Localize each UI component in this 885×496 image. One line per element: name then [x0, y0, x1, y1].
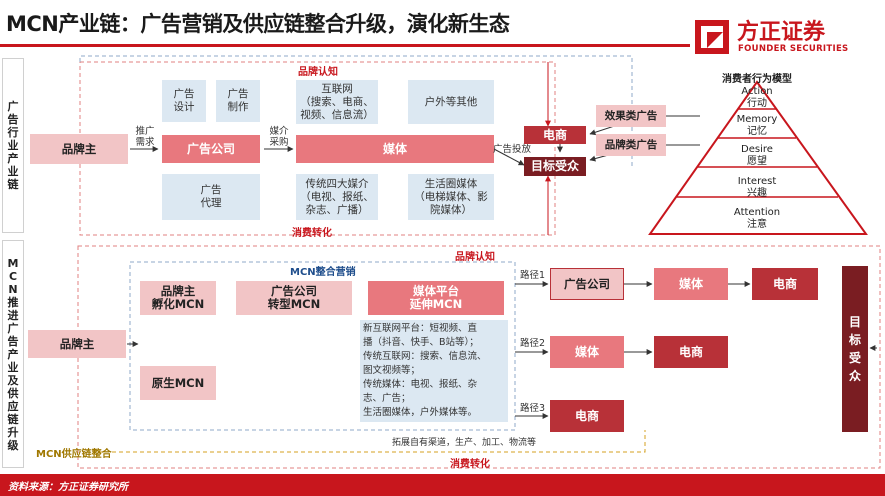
path2-ecommerce-box: 电商 [654, 336, 728, 368]
media-purchase-label: 媒介采购 [269, 126, 289, 148]
path1-ad-company-box: 广告公司 [550, 268, 624, 300]
mcn-marketing-label: MCN整合营销 [290, 267, 356, 278]
target-audience-box: 目标受众 [524, 157, 586, 176]
logo-chinese: 方正证券 [737, 20, 826, 45]
media-box: 媒体 [296, 135, 494, 163]
brand-ads-box: 品牌类广告 [596, 134, 666, 156]
ecommerce-box: 电商 [524, 126, 586, 144]
outdoor-media-box: 户外等其他 [408, 80, 494, 124]
mcn-supply-label: MCN供应链整合 [36, 449, 112, 460]
ad-design-box: 广告设计 [162, 80, 206, 122]
founder-logo-icon [695, 20, 729, 54]
path3-ecommerce-box: 电商 [550, 400, 624, 432]
bottom-target-audience-box: 目标受众 [842, 266, 868, 432]
footer-bar [0, 474, 885, 496]
consumption-conversion-label: 消费转化 [292, 228, 332, 239]
ad-placement-label: 广告投放 [492, 144, 531, 155]
path1-media-box: 媒体 [654, 268, 728, 300]
path1-ecommerce-box: 电商 [752, 268, 818, 300]
title-divider [0, 44, 690, 47]
bottom-brand-cognition-label: 品牌认知 [455, 252, 495, 263]
media-platform-description: 新互联网平台：短视频、直 播（抖音、快手、B站等）； 传统互联网：搜索、信息流、… [360, 320, 508, 422]
bottom-consumption-conversion-label: 消费转化 [450, 459, 490, 470]
ad-agency-box: 广告代理 [162, 174, 260, 220]
promo-demand-label: 推广需求 [135, 126, 155, 148]
path1-label: 路径1 [520, 270, 546, 281]
effect-ads-box: 效果类广告 [596, 105, 666, 127]
side-label-ad-industry: 广告行业产业链 [2, 58, 24, 233]
brand-cognition-label: 品牌认知 [298, 67, 338, 78]
path2-media-box: 媒体 [550, 336, 624, 368]
ad-company-mcn-box: 广告公司转型MCN [236, 281, 352, 315]
page-title: MCN产业链：广告营销及供应链整合升级，演化新生态 [6, 12, 510, 36]
source-note: 资料来源：方正证券研究所 [8, 482, 128, 493]
traditional-media-box: 传统四大媒介（电视、报纸、杂志、广播） [296, 174, 378, 220]
ad-production-box: 广告制作 [216, 80, 260, 122]
media-platform-mcn-box: 媒体平台延伸MCN [368, 281, 504, 315]
life-circle-media-box: 生活圈媒体（电梯媒体、影院媒体） [408, 174, 494, 220]
ad-company-box: 广告公司 [162, 135, 260, 163]
brand-owner-box: 品牌主 [30, 134, 128, 164]
path2-label: 路径2 [520, 338, 546, 349]
logo-english: FOUNDER SECURITIES [738, 44, 849, 54]
bottom-brand-owner-box: 品牌主 [28, 330, 126, 358]
expand-channel-label: 拓展自有渠道，生产、加工、物流等 [392, 438, 537, 448]
brand-incubated-mcn-box: 品牌主孵化MCN [140, 281, 216, 315]
path3-label: 路径3 [520, 403, 546, 414]
internet-media-box: 互联网（搜索、电商、视频、信息流） [296, 80, 378, 124]
native-mcn-box: 原生MCN [140, 366, 216, 400]
pyramid-title: 消费者行为模型 [722, 74, 792, 85]
